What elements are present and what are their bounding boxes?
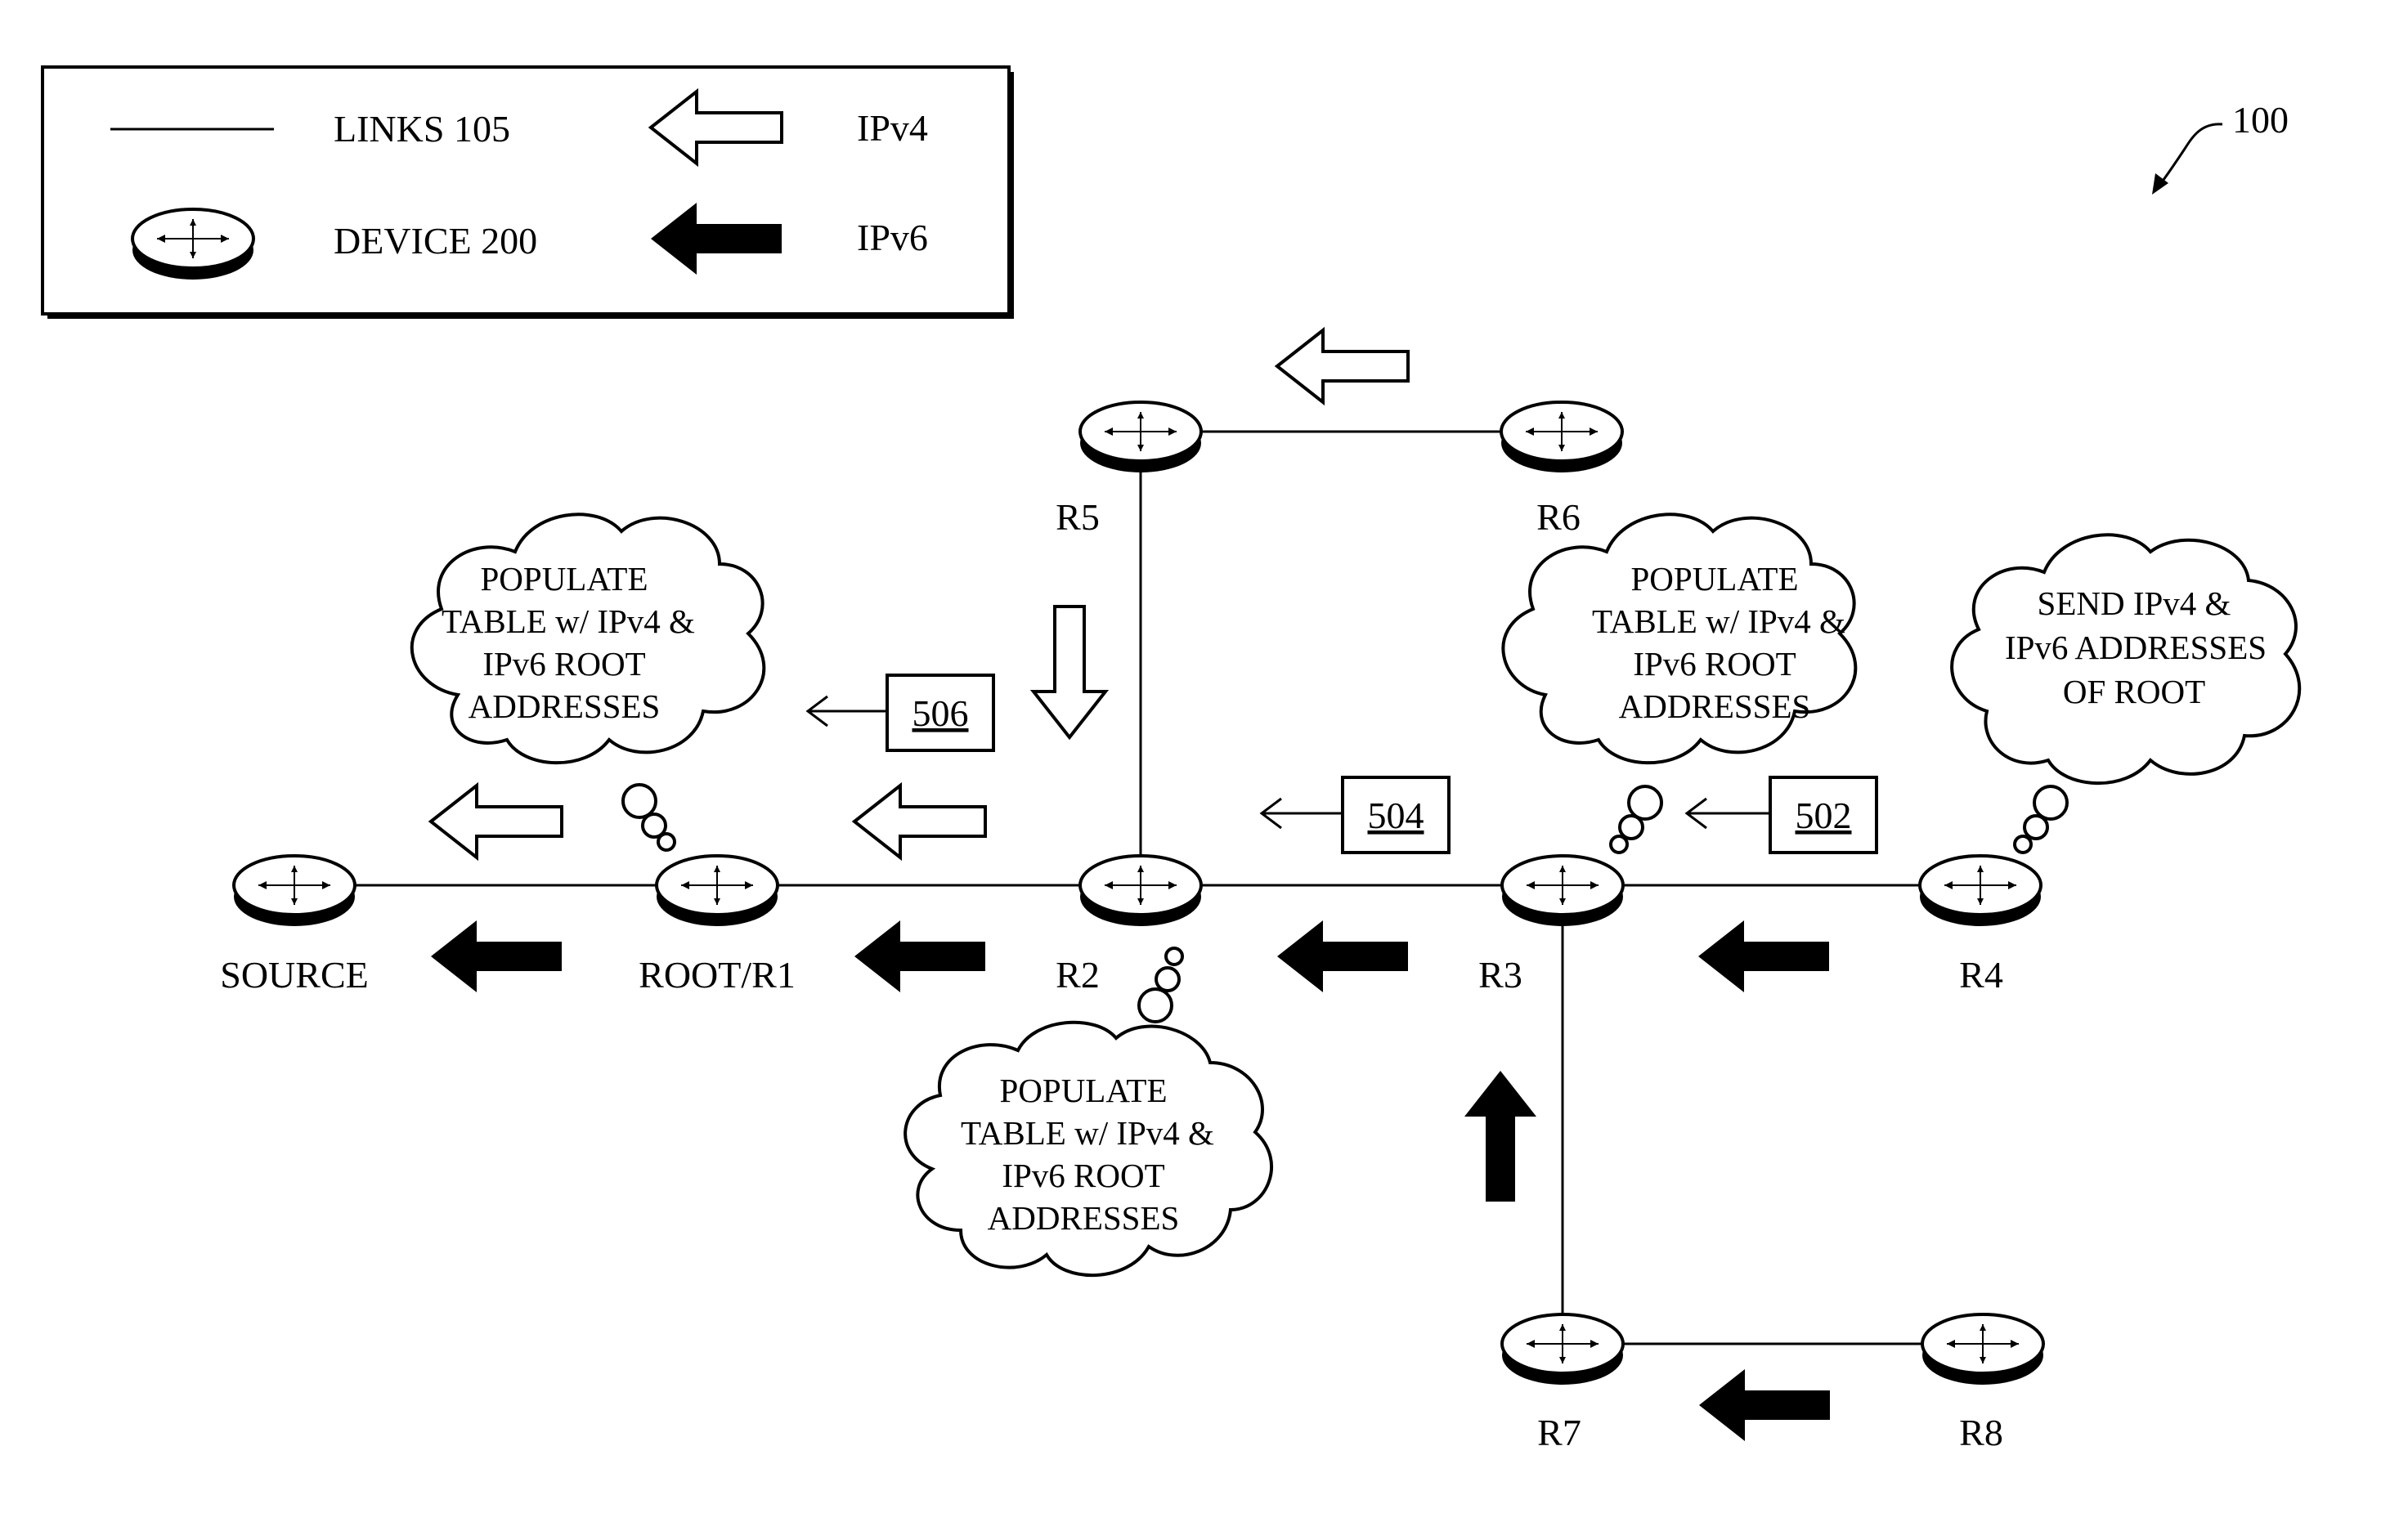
- router-source-icon: [234, 856, 355, 926]
- node-label-r5: R5: [1056, 496, 1100, 538]
- ref-506: 506: [808, 675, 993, 750]
- router-r7-icon: [1502, 1314, 1623, 1385]
- node-label-r2: R2: [1056, 954, 1100, 996]
- router-r4-icon: [1920, 856, 2041, 926]
- ipv6-arrow-up-icon: [1464, 1071, 1536, 1202]
- svg-text:TABLE w/ IPv4 &: TABLE w/ IPv4 &: [442, 602, 695, 640]
- legend-ipv4-label: IPv4: [857, 107, 928, 149]
- ref-502: 502: [1687, 777, 1877, 853]
- ipv4-arrow-icon: [1277, 330, 1408, 402]
- ipv6-arrow-icon: [854, 920, 985, 992]
- ipv6-arrow-icon: [1698, 920, 1829, 992]
- svg-text:POPULATE: POPULATE: [999, 1072, 1167, 1109]
- legend: LINKS 105 DEVICE 200 IPv4 IPv6: [43, 67, 1014, 319]
- node-label-r7: R7: [1537, 1412, 1581, 1453]
- svg-text:TABLE w/ IPv4 &: TABLE w/ IPv4 &: [1592, 602, 1845, 640]
- svg-text:IPv6 ADDRESSES: IPv6 ADDRESSES: [2005, 629, 2267, 666]
- svg-text:POPULATE: POPULATE: [480, 560, 648, 598]
- ref-504: 504: [1262, 777, 1449, 853]
- ipv4-arrow-icon: [854, 786, 985, 857]
- node-label-r4: R4: [1959, 954, 2003, 996]
- node-label-source: SOURCE: [220, 954, 368, 996]
- ipv6-arrow-icon: [1277, 920, 1408, 992]
- cloud-r4: SEND IPv4 & IPv6 ADDRESSES OF ROOT: [1952, 535, 2299, 853]
- svg-text:SEND IPv4 &: SEND IPv4 &: [2038, 584, 2231, 622]
- legend-ipv6-label: IPv6: [857, 217, 928, 258]
- node-label-root: ROOT/R1: [639, 954, 796, 996]
- legend-links-label: LINKS 105: [334, 108, 510, 150]
- figure-ref-number: 100: [2232, 99, 2289, 141]
- svg-text:IPv6 ROOT: IPv6 ROOT: [1002, 1157, 1164, 1194]
- svg-text:POPULATE: POPULATE: [1630, 560, 1798, 598]
- node-label-r6: R6: [1536, 496, 1581, 538]
- router-r3-icon: [1502, 856, 1623, 926]
- router-r5-icon: [1080, 402, 1201, 472]
- ipv4-arrow-down-icon: [1034, 607, 1105, 737]
- svg-text:ADDRESSES: ADDRESSES: [469, 687, 661, 725]
- svg-text:IPv6 ROOT: IPv6 ROOT: [1633, 645, 1796, 683]
- figure-ref: 100: [2152, 99, 2289, 195]
- cloud-r2: POPULATE TABLE w/ IPv4 & IPv6 ROOT ADDRE…: [905, 948, 1271, 1275]
- svg-text:ADDRESSES: ADDRESSES: [988, 1199, 1180, 1237]
- router-r2-icon: [1080, 856, 1201, 926]
- node-label-r3: R3: [1478, 954, 1522, 996]
- ipv6-arrow-icon: [431, 920, 562, 992]
- figure-ref-leader: [2159, 124, 2222, 186]
- ref-506-label: 506: [913, 692, 969, 734]
- svg-text:ADDRESSES: ADDRESSES: [1619, 687, 1811, 725]
- ipv4-arrow-icon: [431, 786, 562, 857]
- svg-text:OF ROOT: OF ROOT: [2063, 673, 2205, 710]
- ref-502-label: 502: [1796, 795, 1852, 836]
- router-r6-icon: [1501, 402, 1622, 472]
- svg-text:IPv6 ROOT: IPv6 ROOT: [482, 645, 645, 683]
- ipv6-arrow-icon: [1699, 1369, 1830, 1441]
- router-r8-icon: [1922, 1314, 2043, 1385]
- node-label-r8: R8: [1959, 1412, 2003, 1453]
- ref-504-label: 504: [1368, 795, 1424, 836]
- router-root-icon: [657, 856, 778, 926]
- legend-device-label: DEVICE 200: [334, 220, 537, 262]
- legend-device-icon: [132, 209, 253, 280]
- svg-text:TABLE w/ IPv4 &: TABLE w/ IPv4 &: [961, 1114, 1214, 1152]
